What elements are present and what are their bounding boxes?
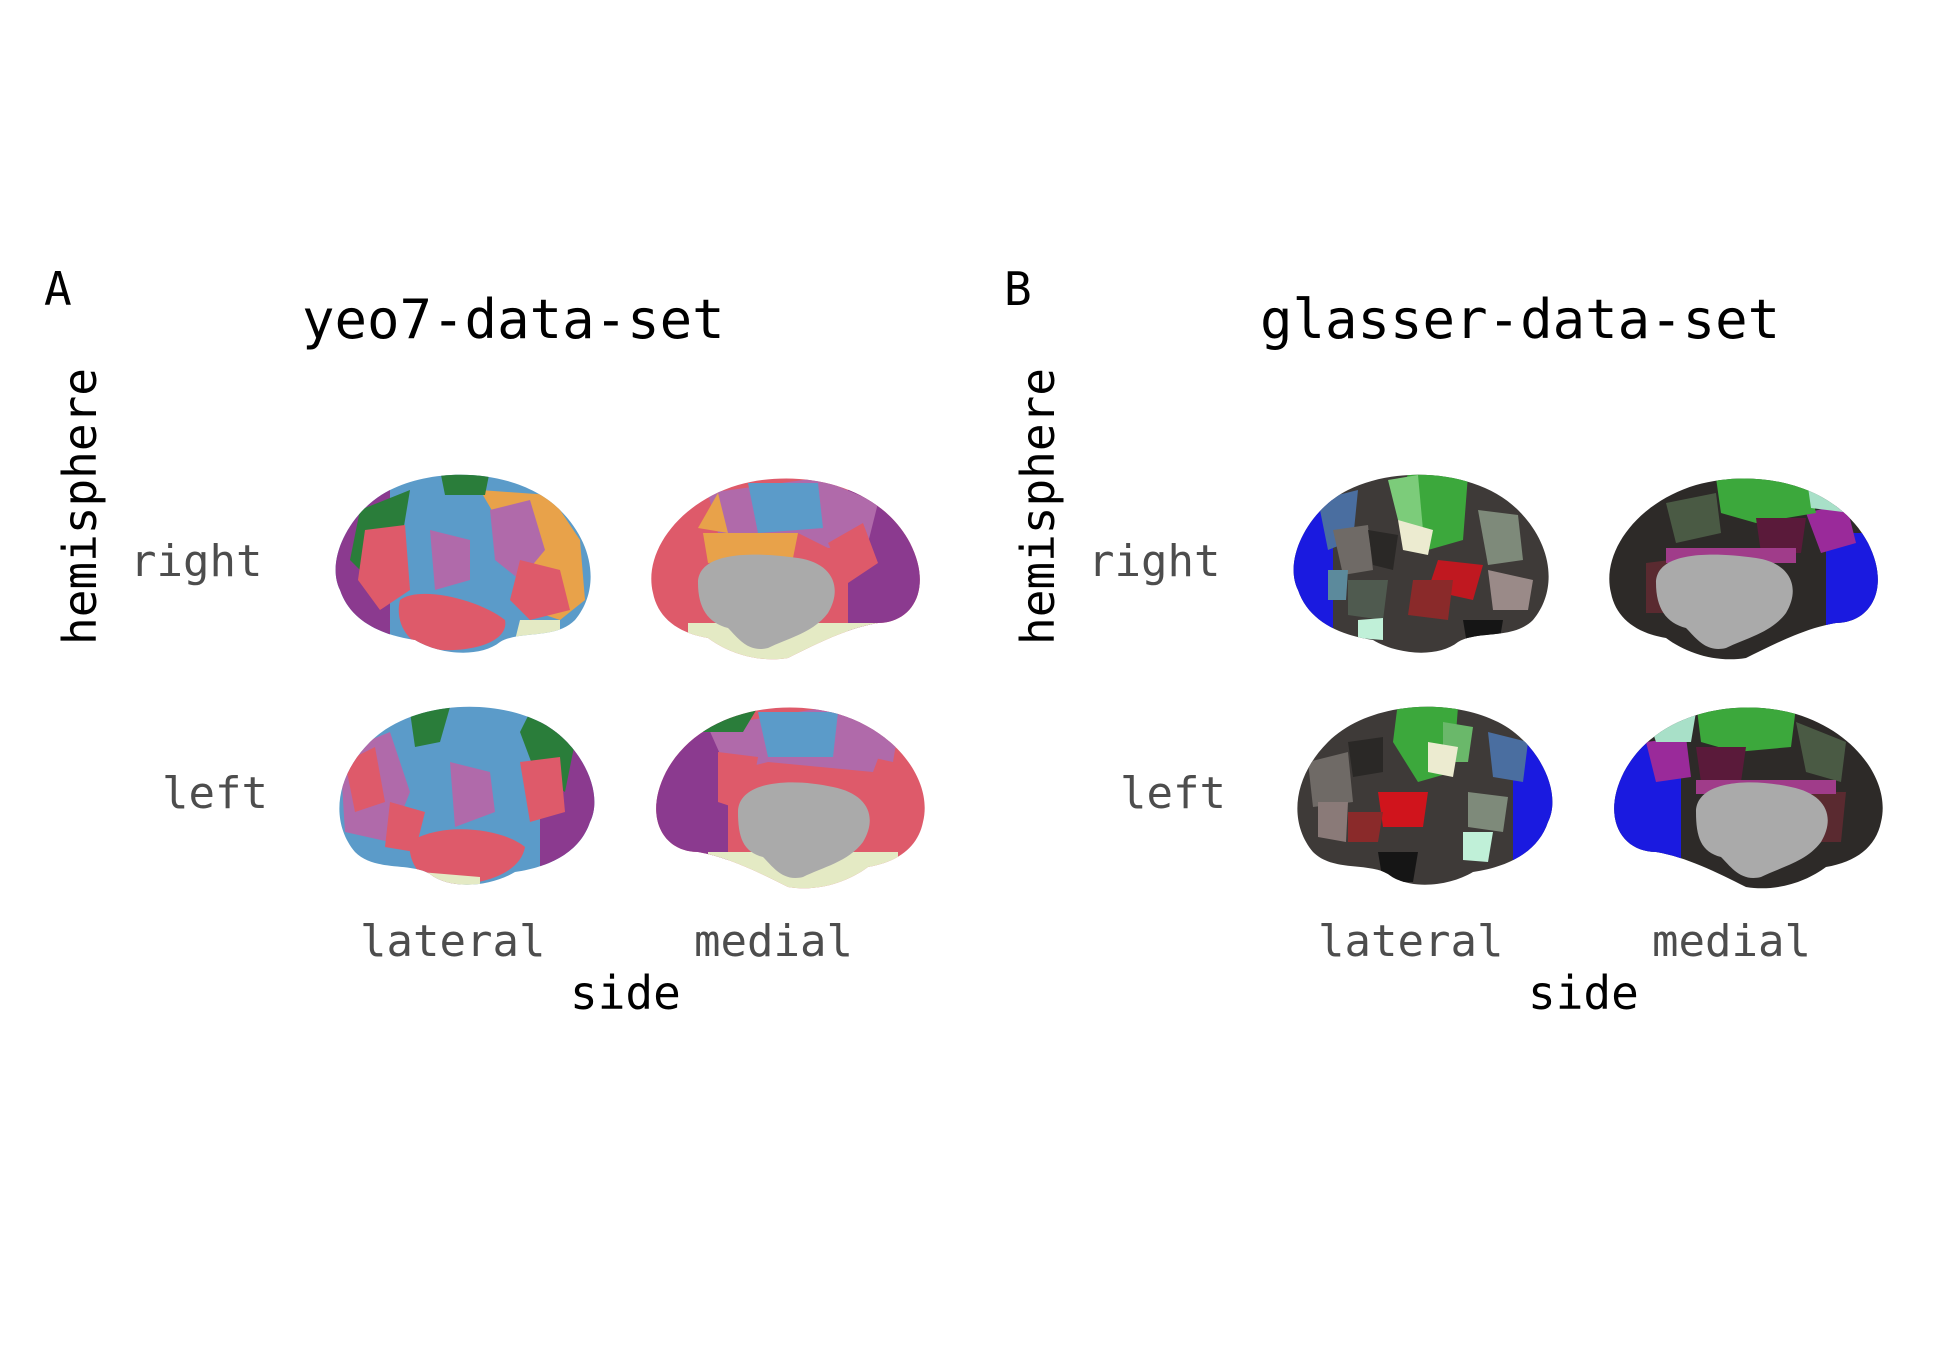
panel-b-right-lateral-brain	[1293, 474, 1549, 653]
panel-b-col-label-medial: medial	[1652, 916, 1811, 967]
panel-b-y-axis-title: hemisphere	[1011, 368, 1065, 645]
panel-a-x-axis-title: side	[570, 966, 681, 1020]
panel-b-title: glasser-data-set	[1260, 288, 1781, 351]
panel-a-row-label-left: left	[162, 768, 268, 819]
panel-a-col-label-lateral: lateral	[360, 916, 546, 967]
panel-b-letter: B	[1004, 262, 1032, 316]
panel-a-y-axis-title: hemisphere	[53, 368, 107, 645]
panel-b-row-label-left: left	[1120, 768, 1226, 819]
panel-b-row-label-right: right	[1088, 536, 1221, 587]
panel-b-x-axis-title: side	[1528, 966, 1639, 1020]
panel-b-left-lateral-brain	[1297, 706, 1553, 885]
panel-a-letter: A	[44, 262, 72, 316]
panel-a-right-medial-brain	[651, 478, 920, 660]
panel-a-title: yeo7-data-set	[302, 288, 725, 351]
panel-b-col-label-lateral: lateral	[1318, 916, 1504, 967]
panel-a-row-label-right: right	[130, 536, 263, 587]
panel-a-left-medial-brain	[656, 707, 925, 889]
panel-a-right-lateral-brain	[335, 474, 591, 653]
panel-a-left-lateral-brain	[339, 706, 595, 885]
panel-b-right-medial-brain	[1609, 478, 1878, 660]
panel-a-col-label-medial: medial	[694, 916, 853, 967]
panel-b-left-medial-brain	[1614, 707, 1883, 889]
